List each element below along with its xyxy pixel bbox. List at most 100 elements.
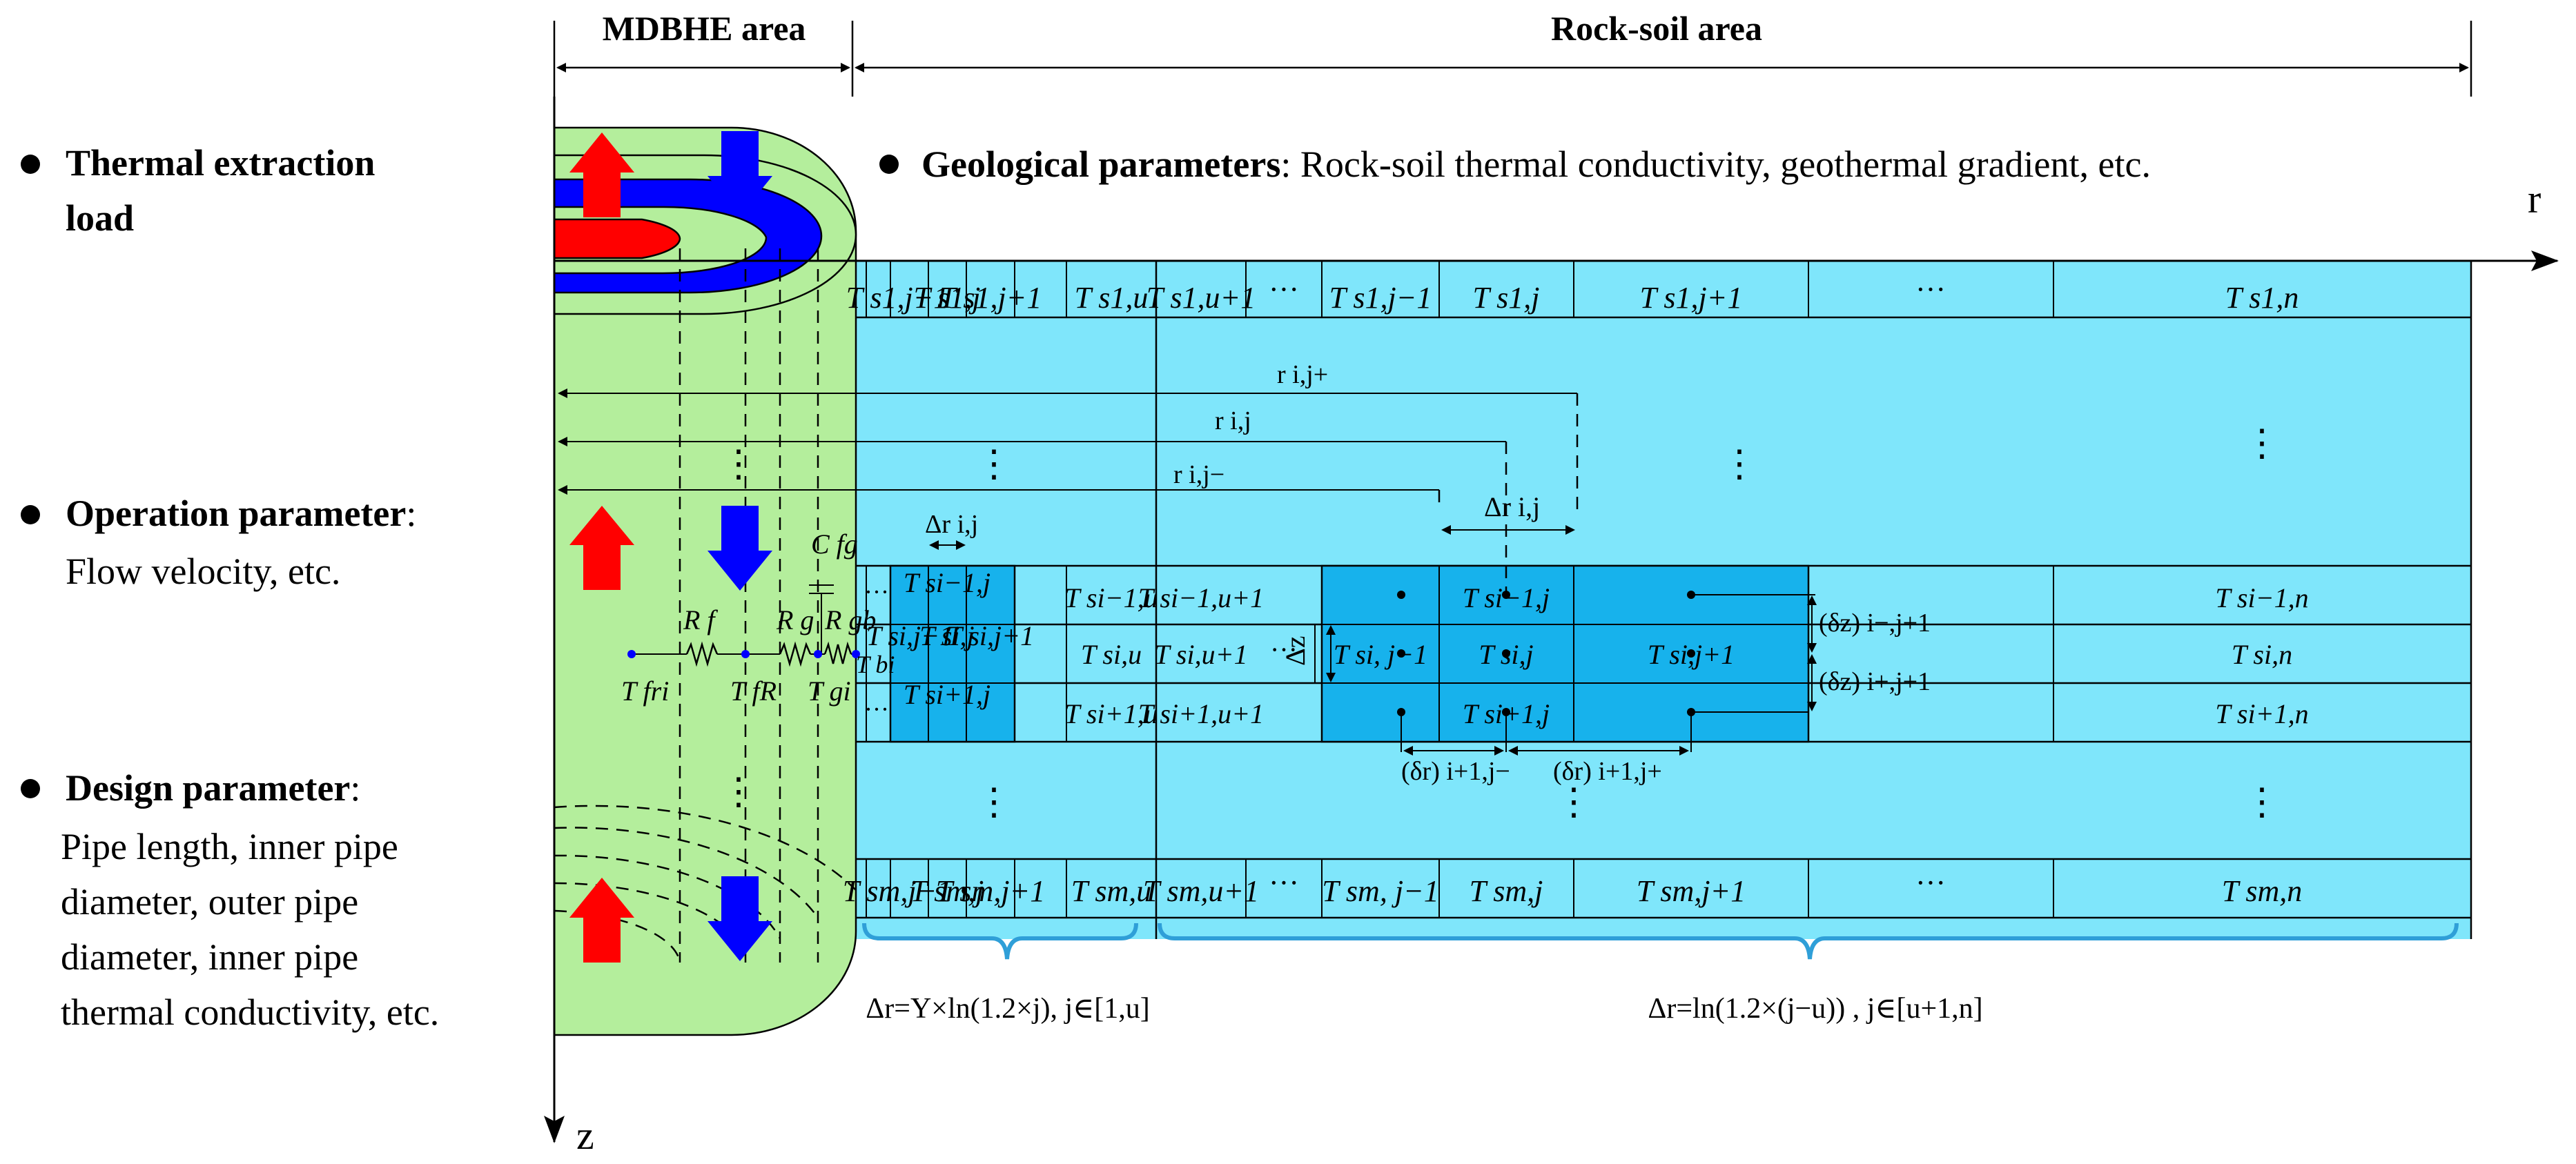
cell-temp-label: T si−1,u+1 — [1138, 582, 1264, 613]
cell-temp-label: T sm,j+1 — [936, 874, 1046, 908]
bullet — [879, 155, 899, 174]
vertical-ellipsis: ⋮ — [975, 443, 1013, 484]
cell-temp-label: T s1,j+1 — [1640, 281, 1743, 315]
resistor-label: R f — [683, 604, 718, 635]
rock-soil-area-label: Rock-soil area — [1551, 9, 1762, 48]
dashed-ellipse — [554, 854, 781, 939]
radius-label: r i,j− — [1173, 460, 1224, 489]
thermal-extraction-label: Thermal extraction — [66, 142, 375, 184]
header-spans: MDBHE area Rock-soil area — [553, 9, 2472, 97]
horizontal-ellipsis: ··· — [1915, 273, 1946, 306]
temp-node-label: T fR — [730, 675, 777, 707]
bullet — [21, 779, 40, 798]
flow-arrows — [569, 131, 772, 963]
upflow-arrow — [569, 878, 634, 963]
node-point — [1502, 649, 1510, 658]
node-point — [1397, 591, 1405, 599]
resistor-label: R gb — [824, 604, 876, 635]
vertical-ellipsis: ⋮ — [2243, 422, 2281, 464]
cell-temp-label: T si−1,j — [904, 567, 991, 598]
downflow-arrow — [708, 131, 772, 216]
operation-parameter-desc: Flow velocity, etc. — [66, 551, 340, 592]
horizontal-ellipsis: ··· — [864, 696, 889, 723]
vertical-ellipsis: ⋮ — [975, 781, 1013, 822]
design-parameter-label: Design parameter: — [66, 767, 360, 809]
delta-z-plus-label: (δz) i+,j+1 — [1819, 667, 1931, 696]
cell-temp-label: T sm,j — [910, 874, 984, 908]
design-param-line: diameter, inner pipe — [61, 936, 358, 978]
horizontal-ellipsis: ··· — [1270, 634, 1298, 665]
vertical-ellipsis: ⋮ — [720, 771, 757, 812]
dashed-ellipse — [554, 827, 819, 918]
cell-temp-label: T sm, j−1 — [1322, 874, 1439, 908]
rowm-temperatures: T sm,j−1 T sm,j T sm,j+1 T sm,u T sm,u+1… — [843, 866, 2303, 908]
temp-node-label: T gi — [808, 675, 851, 707]
node-fri — [627, 650, 636, 658]
resistor-rf — [685, 641, 719, 667]
downflow-arrow — [708, 506, 772, 591]
cell-temp-label: T sm,j+1 — [1637, 874, 1746, 908]
vertical-ellipsis: ⋮ — [1721, 443, 1758, 484]
bullet — [21, 155, 40, 174]
radius-annotations: r i,j+ r i,j r i,j− Δr i,j Δr i,j Δz ⋮ ⋮… — [558, 360, 2281, 822]
temp-node-label: T fri — [621, 675, 669, 707]
cell-temp-label: T s1,n — [2225, 281, 2299, 315]
horizontal-ellipsis: ··· — [864, 578, 889, 606]
row1-temperatures: T s1,j−1 T s1,j T s1,j+1 T s1,u T s1,u+1… — [846, 273, 2299, 315]
cell-temp-label: T si−1,n — [2215, 582, 2308, 613]
middle-temperatures: T si−1,j T si,j−1 T si,j T si,j+1 T si+1… — [866, 567, 2309, 729]
radius-label: r i,j+ — [1277, 360, 1328, 389]
cell-temp-label: T sm,j−1 — [843, 874, 953, 908]
cell-temp-label: T si,j+1 — [947, 620, 1034, 651]
upflow-arrow — [569, 506, 634, 590]
node-gi — [814, 650, 822, 658]
delta-r-plus-label: (δr) i+1,j+ — [1553, 757, 1662, 786]
delta-annotations: (δz) i−,j+1 (δz) i+,j+1 (δr) i+1,j− (δr)… — [1401, 594, 1931, 786]
thermal-extraction-label-2: load — [66, 197, 134, 239]
node-fr — [741, 650, 750, 658]
cell-temp-label: T si,j−1 — [866, 620, 953, 651]
cell-temp-label: T si,u — [1081, 639, 1142, 670]
vertical-ellipsis: ⋮ — [2243, 781, 2281, 822]
radius-label: r i,j — [1215, 406, 1251, 435]
design-param-line: diameter, outer pipe — [61, 881, 358, 923]
horizontal-ellipsis: ··· — [1269, 866, 1299, 900]
resistor-rgb — [823, 641, 852, 664]
cell-temp-label: T s1,j−1 — [1329, 281, 1432, 315]
cell-temp-label: T si+1,n — [2215, 698, 2308, 729]
r-axis-label: r — [2528, 177, 2541, 221]
dashed-ellipse — [554, 805, 857, 891]
cell-temp-label: T s1,j — [913, 281, 980, 315]
left-brace — [862, 923, 1138, 960]
cell-temp-label: T si,u+1 — [1154, 639, 1247, 670]
vertical-ellipsis: ⋮ — [720, 443, 757, 484]
node-point — [1397, 649, 1405, 658]
cell-temp-label: T s1,j−1 — [846, 281, 949, 315]
cell-temp-label: T si,j — [919, 620, 974, 651]
resistor-label: R g — [776, 604, 814, 635]
cell-temp-label: T s1,j+1 — [939, 281, 1042, 315]
delta-r-minus-label: (δr) i+1,j− — [1401, 757, 1510, 786]
temp-node-label: T bi — [856, 651, 895, 678]
cell-temp-label: T si+1,u — [1064, 698, 1158, 729]
cell-temp-label: T sm,j — [1470, 874, 1543, 908]
geological-parameters: Geological parameters: Rock-soil thermal… — [879, 144, 2151, 185]
formula-left: Δr=Y×ln(1.2×j), j∈[1,u] — [866, 993, 1149, 1025]
inner-pipe-core — [553, 218, 681, 259]
z-axis-label: z — [576, 1113, 594, 1158]
cell-temp-label: T s1,u — [1075, 281, 1149, 315]
capacitor-label: C fg — [811, 529, 858, 560]
formula-right: Δr=ln(1.2×(j−u)) , j∈[u+1,n] — [1648, 993, 1982, 1025]
upflow-arrow — [569, 132, 634, 217]
resistor-rg — [779, 641, 812, 667]
cell-temp-label: T sm,u — [1071, 874, 1152, 908]
bullet — [21, 505, 40, 524]
local-cell-block — [889, 564, 1016, 743]
cell-temp-label: T s1,u+1 — [1146, 281, 1256, 315]
vertical-ellipsis: ⋮ — [1555, 781, 1592, 822]
node-bi — [852, 650, 860, 658]
cell-temp-label: T si,n — [2232, 639, 2292, 670]
left-panel: Thermal extraction load Operation parame… — [21, 142, 439, 1033]
delta-r-label: Δr i,j — [1484, 491, 1540, 522]
